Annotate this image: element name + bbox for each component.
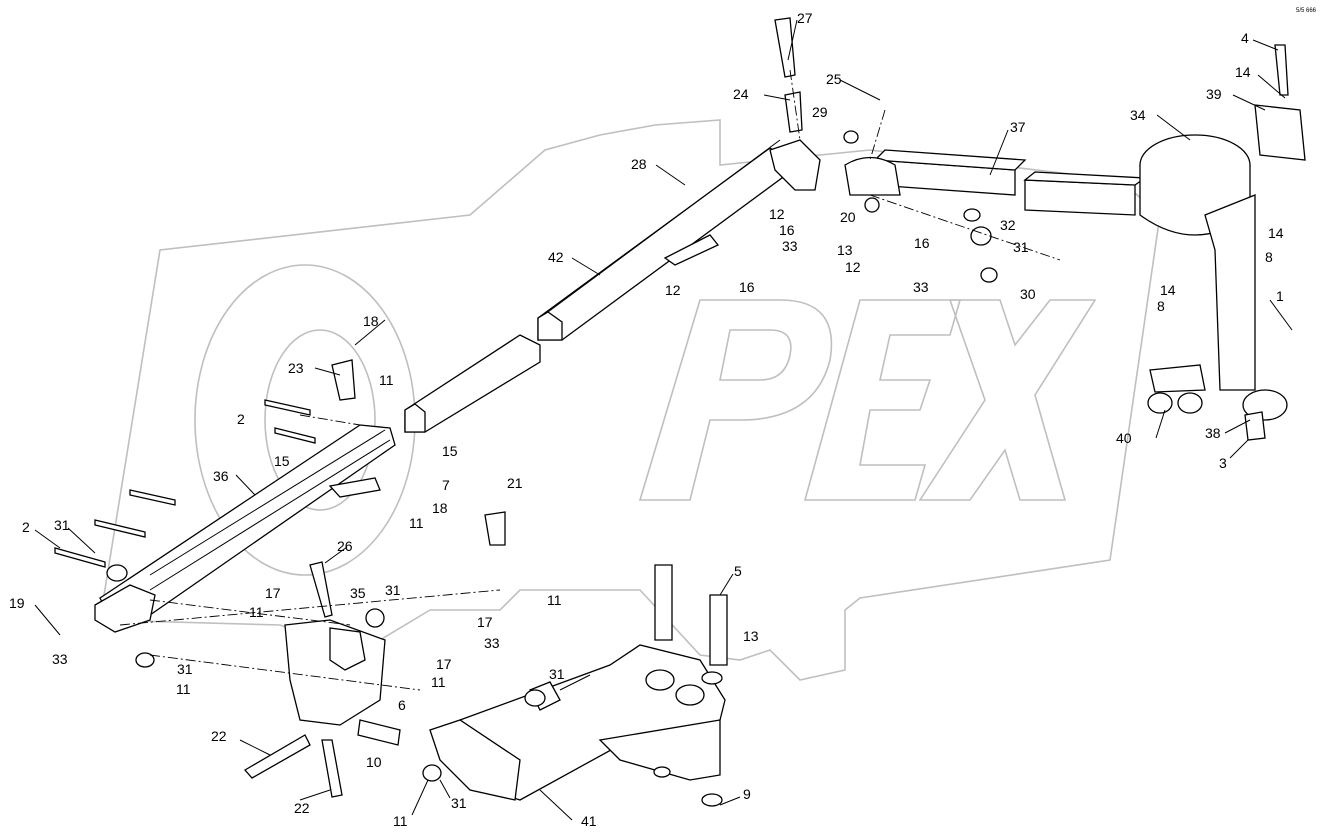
label: 26 xyxy=(337,538,353,554)
label: 20 xyxy=(840,209,856,225)
beam-42 xyxy=(537,139,791,341)
hitch-35 xyxy=(284,619,386,726)
label: 9 xyxy=(743,786,751,802)
label: 7 xyxy=(442,477,450,493)
label: 22 xyxy=(294,800,310,816)
assembly-lines xyxy=(119,69,1061,691)
label: 35 xyxy=(350,585,366,601)
label: 31 xyxy=(54,517,70,533)
label: 42 xyxy=(548,249,564,265)
leader-lines xyxy=(34,19,1293,821)
label: 10 xyxy=(366,754,382,770)
label: 14 xyxy=(1235,64,1251,80)
label: 33 xyxy=(484,635,500,651)
label: 23 xyxy=(288,360,304,376)
label: 40 xyxy=(1116,430,1132,446)
label: 11 xyxy=(176,681,191,697)
label: 29 xyxy=(812,104,828,120)
bracket-41 xyxy=(429,644,726,801)
label: 8 xyxy=(1157,298,1165,314)
label: 2 xyxy=(237,411,245,427)
label: 31 xyxy=(549,666,565,682)
label: 39 xyxy=(1206,86,1222,102)
label: 27 xyxy=(797,10,813,26)
label: 33 xyxy=(782,238,798,254)
tube-37 xyxy=(769,139,1147,216)
label: 11 xyxy=(393,813,408,829)
label: 31 xyxy=(451,795,467,811)
label: 36 xyxy=(213,468,229,484)
label: 17 xyxy=(265,585,281,601)
label: 31 xyxy=(177,661,193,677)
label: 15 xyxy=(442,443,458,459)
guard-34 xyxy=(1139,104,1306,421)
label: 14 xyxy=(1160,282,1176,298)
label: 33 xyxy=(913,279,929,295)
label: 37 xyxy=(1010,119,1026,135)
label: 12 xyxy=(769,206,785,222)
label: 31 xyxy=(385,582,401,598)
label: 11 xyxy=(249,604,264,620)
frame-36 xyxy=(94,424,396,633)
label: 38 xyxy=(1205,425,1221,441)
label: 8 xyxy=(1265,249,1273,265)
label: 11 xyxy=(547,592,562,608)
label: 33 xyxy=(52,651,68,667)
label: 16 xyxy=(739,279,755,295)
label: 24 xyxy=(733,86,749,102)
label: 12 xyxy=(665,282,681,298)
label: 17 xyxy=(477,614,493,630)
label: 6 xyxy=(398,697,406,713)
label: 18 xyxy=(363,313,379,329)
label: 16 xyxy=(914,235,930,251)
label: 11 xyxy=(431,674,446,690)
label: 25 xyxy=(826,71,842,87)
label: 12 xyxy=(845,259,861,275)
label: 13 xyxy=(837,242,853,258)
beam-lower xyxy=(404,334,541,433)
label: 1 xyxy=(1276,288,1284,304)
label: 2 xyxy=(22,519,30,535)
opex-watermark xyxy=(99,119,1161,681)
label: 3 xyxy=(1219,455,1227,471)
label: 22 xyxy=(211,728,227,744)
label: 13 xyxy=(743,628,759,644)
label: 30 xyxy=(1020,286,1036,302)
corner-mark: 5/5 666 xyxy=(1296,8,1317,14)
fasteners xyxy=(54,17,1289,807)
label: 16 xyxy=(779,222,795,238)
label: 34 xyxy=(1130,107,1146,123)
label: 14 xyxy=(1268,225,1284,241)
label: 41 xyxy=(581,813,597,829)
label: 4 xyxy=(1241,30,1249,46)
part-labels: 27 4 24 25 14 39 29 34 37 28 12 16 20 33… xyxy=(9,10,1284,829)
label: 32 xyxy=(1000,217,1016,233)
label: 15 xyxy=(274,453,290,469)
label: 21 xyxy=(507,475,523,491)
label: 19 xyxy=(9,595,25,611)
label: 17 xyxy=(436,656,452,672)
label: 18 xyxy=(432,500,448,516)
label: 11 xyxy=(379,372,394,388)
label: 28 xyxy=(631,156,647,172)
label: 31 xyxy=(1013,239,1029,255)
label: 5 xyxy=(734,563,742,579)
label: 11 xyxy=(409,515,424,531)
